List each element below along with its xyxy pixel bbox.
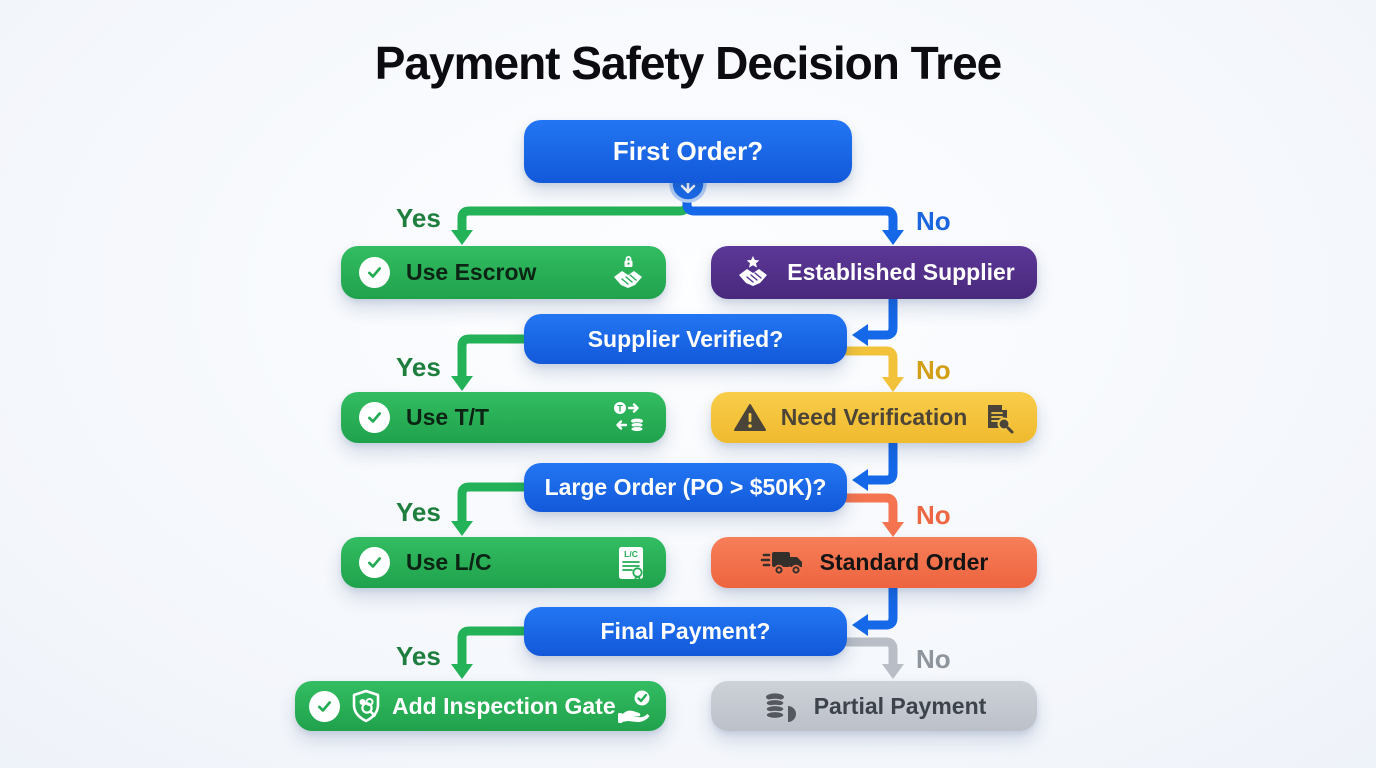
- branch4-no-label: No: [916, 644, 951, 674]
- truck-icon: [760, 547, 806, 579]
- node-add-inspection-gate: Add Inspection Gate: [295, 681, 666, 731]
- tt-transfer-icon: T: [608, 399, 648, 437]
- node-add-inspection-gate-label: Add Inspection Gate: [392, 692, 616, 719]
- branch1-yes-label: Yes: [396, 203, 441, 233]
- node-first-order: First Order?: [524, 120, 852, 183]
- node-use-escrow-label: Use Escrow: [406, 259, 537, 285]
- node-standard-order: Standard Order: [711, 537, 1037, 588]
- handshake-star-icon: [733, 254, 773, 292]
- branch1-no-label: No: [916, 206, 951, 236]
- coins-icon: [762, 689, 800, 723]
- node-final-payment-label: Final Payment?: [600, 618, 771, 644]
- branch4-yes-label: Yes: [396, 641, 441, 671]
- branch3-yes-label: Yes: [396, 497, 441, 527]
- node-final-payment: Final Payment?: [524, 607, 847, 656]
- node-large-order-label: Large Order (PO > $50K)?: [544, 474, 827, 500]
- warning-triangle-icon: [733, 403, 767, 433]
- shield-search-icon: [350, 689, 382, 723]
- node-need-verification: Need Verification: [711, 392, 1037, 443]
- hand-check-icon: [616, 688, 654, 724]
- lc-document-icon: L/C: [614, 544, 648, 582]
- check-circle-icon: [359, 402, 390, 433]
- node-use-tt: Use T/T T: [341, 392, 666, 443]
- page-title: Payment Safety Decision Tree: [374, 37, 1003, 89]
- node-use-tt-label: Use T/T: [406, 404, 490, 430]
- node-large-order: Large Order (PO > $50K)?: [524, 463, 847, 512]
- node-need-verification-label: Need Verification: [780, 404, 968, 430]
- node-standard-order-label: Standard Order: [819, 549, 989, 575]
- branch2-yes-label: Yes: [396, 352, 441, 382]
- node-supplier-verified: Supplier Verified?: [524, 314, 847, 364]
- node-use-lc-label: Use L/C: [406, 549, 492, 575]
- branch2-no-label: No: [916, 355, 951, 385]
- node-first-order-label: First Order?: [612, 136, 764, 166]
- svg-text:T: T: [617, 403, 623, 413]
- node-established-supplier-label: Established Supplier: [787, 259, 1015, 285]
- handshake-lock-icon: [608, 254, 648, 292]
- check-circle-icon: [309, 690, 340, 722]
- node-established-supplier: Established Supplier: [711, 246, 1037, 299]
- node-use-escrow: Use Escrow: [341, 246, 666, 299]
- check-circle-icon: [359, 257, 390, 288]
- node-supplier-verified-label: Supplier Verified?: [587, 325, 784, 352]
- node-use-lc: Use L/C L/C: [341, 537, 666, 588]
- svg-text:L/C: L/C: [624, 549, 638, 559]
- check-circle-icon: [359, 547, 390, 578]
- node-partial-payment-label: Partial Payment: [813, 692, 987, 719]
- node-partial-payment: Partial Payment: [711, 681, 1037, 731]
- document-search-icon: [981, 402, 1015, 434]
- branch3-no-label: No: [916, 500, 951, 530]
